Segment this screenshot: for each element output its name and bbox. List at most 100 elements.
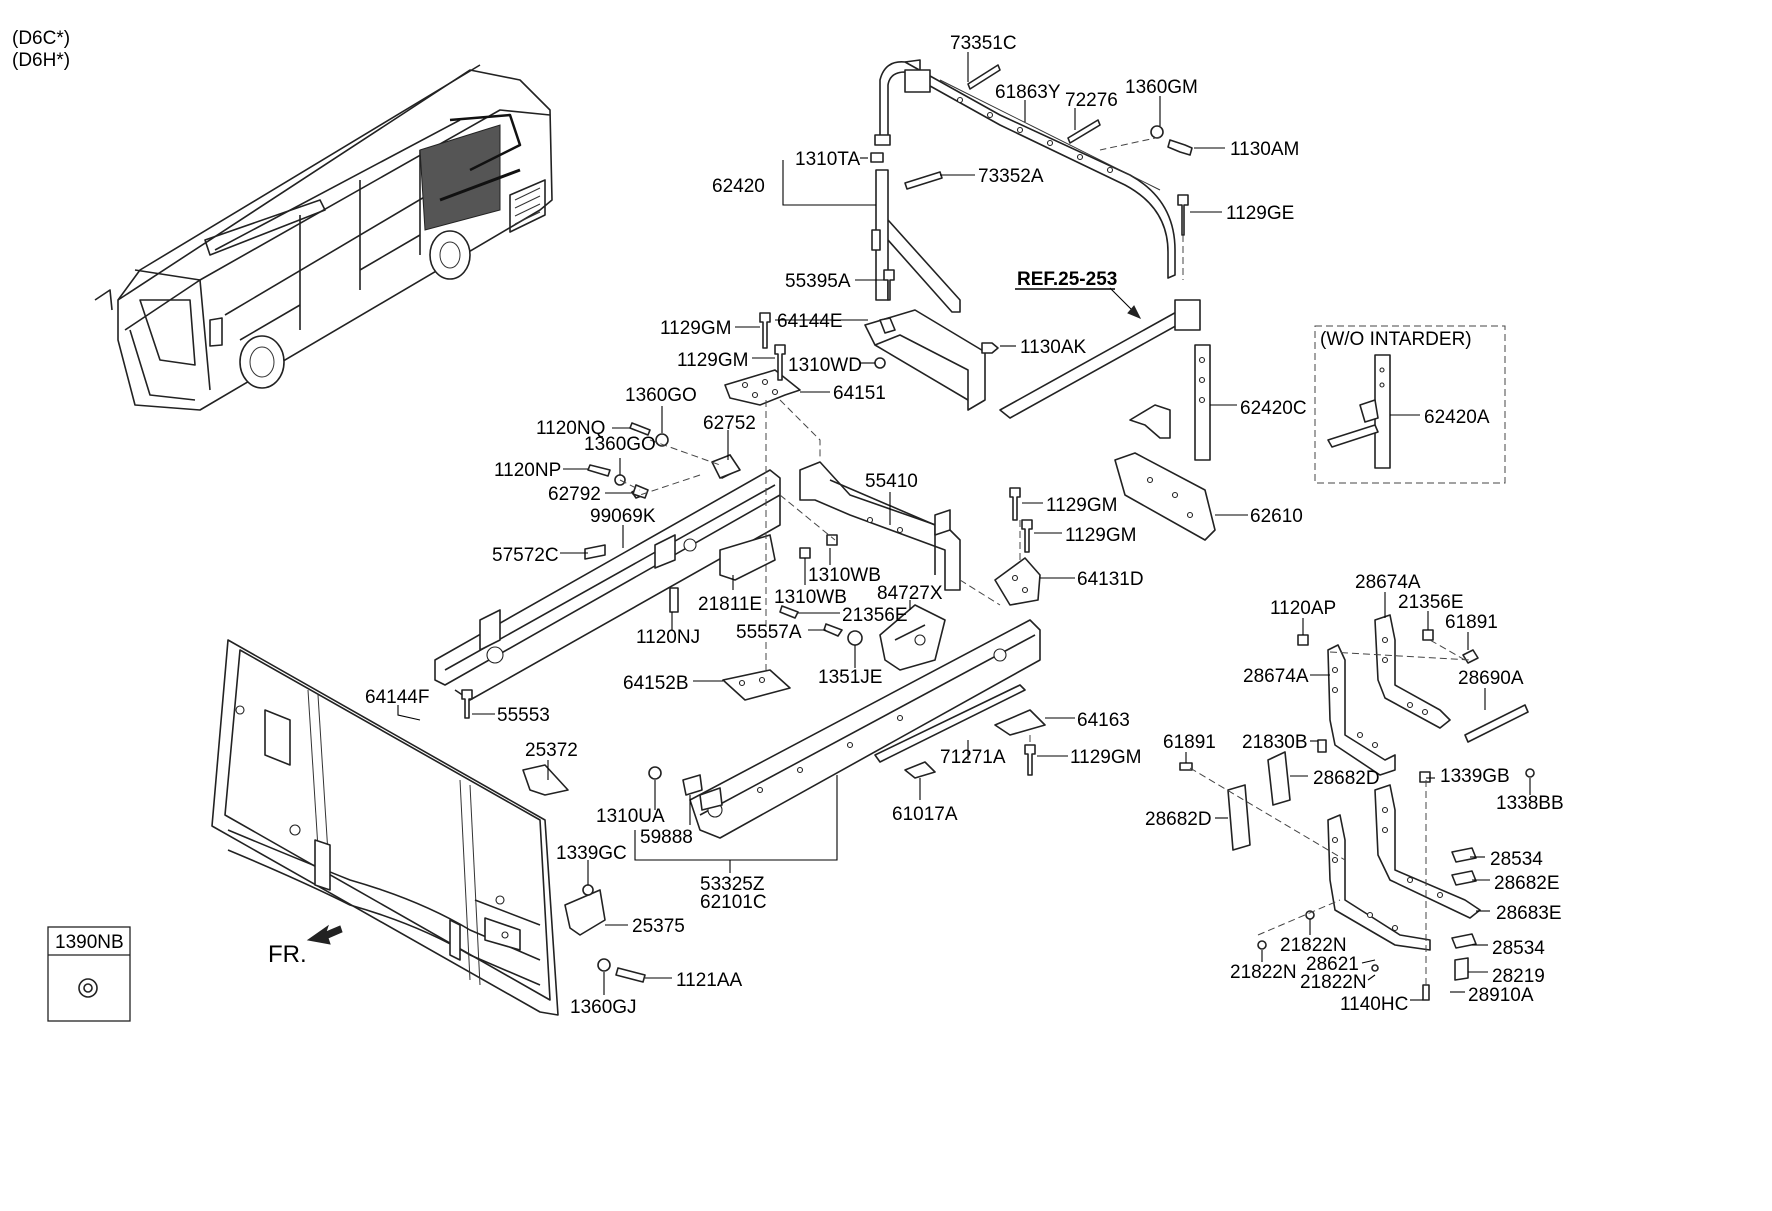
rear-upper-frame [871, 59, 1211, 461]
part-label: 1121AA [676, 970, 743, 991]
fasteners-mid-left [587, 422, 863, 646]
part-label: 55395A [785, 271, 851, 292]
part-label: 1339GB [1440, 766, 1510, 787]
legend-part-label: 1390NB [55, 932, 124, 953]
part-label: 1129GM [1046, 495, 1117, 516]
part-label: 21822N [1300, 972, 1367, 993]
part-label: 1120NJ [636, 627, 700, 648]
part-label: 1129GE [1226, 203, 1294, 224]
part-label: 61891 [1445, 612, 1498, 633]
part-label: 64144F [365, 687, 429, 708]
part-label: 28682E [1494, 873, 1560, 894]
part-label: 57572C [492, 545, 559, 566]
option-box-wo-intarder [1314, 325, 1506, 484]
part-label: 53325Z [700, 874, 765, 895]
part-label: 1130AK [1020, 337, 1087, 358]
part-label: 21830B [1242, 732, 1308, 753]
leader-lines [397, 52, 1531, 1001]
part-label: 25372 [525, 740, 578, 761]
part-label: 21356E [842, 605, 908, 626]
part-label: 62420A [1424, 407, 1490, 428]
option-box-title: (W/O INTARDER) [1320, 329, 1472, 350]
part-label: 62420 [712, 176, 765, 197]
bus-illustration [94, 64, 553, 411]
bracket-25372 [522, 764, 569, 796]
fastener-55553 [461, 689, 473, 719]
part-label: 28682D [1145, 809, 1212, 830]
part-label: 1310UA [596, 806, 665, 827]
part-label: 61863Y [995, 82, 1061, 103]
part-label: 21822N [1230, 962, 1297, 983]
part-label: 28674A [1243, 666, 1309, 687]
bracket-62610 [1114, 452, 1216, 541]
part-label: 64151 [833, 383, 886, 404]
part-label: 1351JE [818, 667, 882, 688]
front-arrow-icon [306, 924, 343, 945]
fasteners-top [870, 125, 1193, 301]
part-label: 1310WD [788, 355, 862, 376]
brackets-lower-right [874, 684, 1046, 779]
part-label: 28682D [1313, 768, 1380, 789]
fasteners-lower-mid [648, 766, 703, 796]
part-label: 84727X [877, 583, 943, 604]
part-label: 25375 [632, 916, 685, 937]
plate-64151 [724, 312, 801, 406]
part-label: 1310WB [774, 587, 847, 608]
ref-arrow [1015, 287, 1142, 319]
part-label: 28621 [1306, 954, 1359, 975]
part-label: 1360GO [584, 434, 656, 455]
part-label: 55553 [497, 705, 550, 726]
part-labels: 73351C 61863Y 72276 1360GM 1130AM 1310TA… [365, 33, 1564, 1018]
crossmember-64144f [211, 639, 559, 1016]
part-label: 1129GM [677, 350, 748, 371]
part-label: 1360GM [1125, 77, 1198, 98]
part-label: 28534 [1490, 849, 1543, 870]
part-label: 62420C [1240, 398, 1307, 419]
bracket-25375 [564, 884, 646, 983]
plate-64152b [722, 669, 791, 701]
part-label: 1130AM [1230, 139, 1299, 160]
part-label: 28683E [1496, 903, 1562, 924]
bracket-64144e [864, 309, 999, 411]
right-bracket-lower [1179, 739, 1535, 1001]
part-label: 72276 [1065, 90, 1118, 111]
variant-d6c: (D6C*) [12, 28, 70, 49]
part-label: 55557A [736, 622, 802, 643]
part-label: 62792 [548, 484, 601, 505]
part-label: 64152B [623, 673, 689, 694]
part-label: 1338BB [1496, 793, 1564, 814]
reference-label: REF.25-253 [1017, 269, 1117, 290]
assembly-lines [619, 136, 1471, 985]
part-label: 59888 [640, 827, 693, 848]
part-label: 61891 [1163, 732, 1216, 753]
part-label: 1129GM [1065, 525, 1136, 546]
part-label: 1339GC [556, 843, 627, 864]
part-label: 55410 [865, 471, 918, 492]
part-label: 1129GM [1070, 747, 1141, 768]
part-label: 64144E [777, 311, 843, 332]
variant-d6h: (D6H*) [12, 50, 70, 71]
part-label: 1310WB [808, 565, 881, 586]
main-rail-53325z [689, 619, 1041, 839]
part-label: 1120AP [1270, 598, 1336, 619]
part-label: 62752 [703, 413, 756, 434]
part-label: 28674A [1355, 572, 1421, 593]
part-label: 1140HC [1340, 994, 1408, 1015]
part-label: 1310TA [795, 149, 860, 170]
part-label: 64131D [1077, 569, 1144, 590]
part-label: 21822N [1280, 935, 1347, 956]
right-bracket-upper [1297, 614, 1529, 776]
part-label: 28910A [1468, 985, 1534, 1006]
part-label: 21356E [1398, 592, 1464, 613]
part-label: 1360GJ [570, 997, 637, 1018]
part-label: 73351C [950, 33, 1017, 54]
part-label: 1120NP [494, 460, 561, 481]
plate-64131d [994, 487, 1041, 606]
front-label: FR. [268, 941, 307, 968]
legend-box [47, 926, 131, 1022]
part-label: 61017A [892, 804, 958, 825]
bracket-84727x [879, 604, 946, 671]
part-label: 1360GO [625, 385, 697, 406]
member-55410 [799, 461, 961, 591]
